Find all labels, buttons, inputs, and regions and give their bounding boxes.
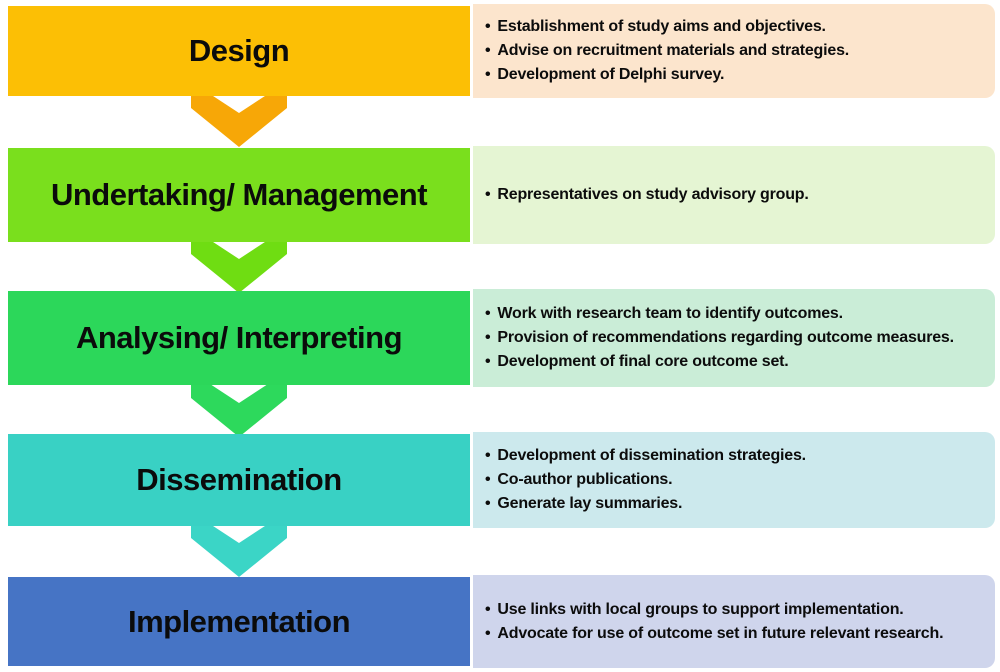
stage-title: Analysing/ Interpreting [75,320,403,355]
bullet-item: • Co-author publications. [485,468,987,492]
stage-row-dissemination: Dissemination • Development of dissemina… [8,432,995,528]
stage-row-implementation: Implementation • Use links with local gr… [8,575,995,668]
bullet-text: Generate lay summaries. [497,495,683,512]
bullet-dot: • [485,447,491,464]
bullet-text: Provision of recommendations regarding o… [497,329,954,346]
bullet-item: • Work with research team to identify ou… [485,302,987,326]
bullet-dot: • [485,600,491,618]
bullet-item: • Use links with local groups to support… [485,598,987,622]
bullet-text: Use links with local groups to support i… [497,600,904,618]
stage-box-design: Design [8,6,470,96]
stage-box-undertaking-management: Undertaking/ Management [8,148,470,242]
bullet-dot: • [485,42,491,59]
bullet-item: • Advocate for use of outcome set in fut… [485,622,987,646]
bullet-dot: • [485,18,491,35]
bullet-text: Advocate for use of outcome set in futur… [497,624,944,642]
bullet-dot: • [485,624,491,642]
bullet-text: Establishment of study aims and objectiv… [497,18,826,35]
down-arrow-icon [191,384,287,437]
bullet-dot: • [485,305,491,322]
bullet-text: Advise on recruitment materials and stra… [497,42,850,59]
stage-box-implementation: Implementation [8,577,470,666]
bullet-item: • Development of Delphi survey. [485,63,987,87]
bullet-item: • Development of dissemination strategie… [485,444,987,468]
stage-detail-panel-dissemination: • Development of dissemination strategie… [473,432,995,528]
stage-row-design: Design • Establishment of study aims and… [8,4,995,98]
bullet-item: • Advise on recruitment materials and st… [485,39,987,63]
bullet-item: • Generate lay summaries. [485,492,987,516]
bullet-text: Representatives on study advisory group. [497,186,809,203]
bullet-text: Development of final core outcome set. [497,353,789,370]
stage-title: Implementation [127,603,351,639]
stage-detail-panel-design: • Establishment of study aims and object… [473,4,995,98]
stage-detail-panel-analysing-interpreting: • Work with research team to identify ou… [473,289,995,387]
bullet-item: • Representatives on study advisory grou… [485,183,987,207]
bullet-dot: • [485,353,491,370]
bullet-item: • Establishment of study aims and object… [485,15,987,39]
bullet-dot: • [485,66,491,83]
stage-title: Design [188,33,290,68]
bullet-text: Work with research team to identify outc… [497,305,843,322]
bullet-item: • Provision of recommendations regarding… [485,326,987,350]
stage-detail-panel-implementation: • Use links with local groups to support… [473,575,995,668]
down-arrow-icon [191,524,287,577]
stage-detail-panel-undertaking-management: • Representatives on study advisory grou… [473,146,995,244]
down-arrow-icon [191,240,287,293]
down-arrow-icon [191,94,287,147]
stage-row-analysing-interpreting: Analysing/ Interpreting • Work with rese… [8,289,995,387]
stage-row-undertaking-management: Undertaking/ Management • Representative… [8,146,995,244]
stage-box-dissemination: Dissemination [8,434,470,526]
bullet-dot: • [485,495,491,512]
bullet-text: Co-author publications. [497,471,673,488]
stage-title: Undertaking/ Management [50,177,428,212]
stage-title: Dissemination [136,462,342,497]
bullet-item: • Development of final core outcome set. [485,350,987,374]
bullet-text: Development of dissemination strategies. [497,447,806,464]
bullet-dot: • [485,471,491,488]
stage-box-analysing-interpreting: Analysing/ Interpreting [8,291,470,385]
bullet-text: Development of Delphi survey. [497,66,725,83]
bullet-dot: • [485,186,491,203]
bullet-dot: • [485,329,491,346]
